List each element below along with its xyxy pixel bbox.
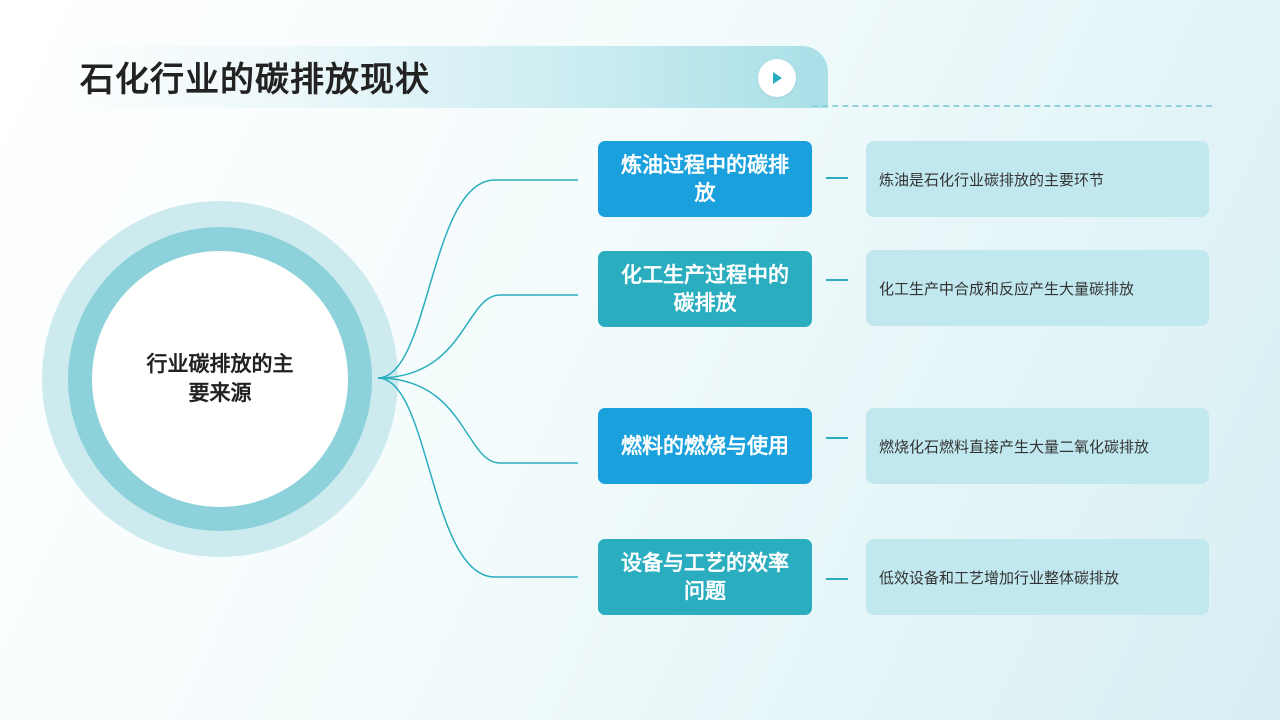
page-title: 石化行业的碳排放现状 <box>80 60 430 100</box>
description-box-efficiency: 低效设备和工艺增加行业整体碳排放 <box>866 539 1209 615</box>
description-text: 低效设备和工艺增加行业整体碳排放 <box>879 568 1120 587</box>
description-text: 燃烧化石燃料直接产生大量二氧化碳排放 <box>879 437 1150 456</box>
description-text: 炼油是石化行业碳排放的主要环节 <box>879 170 1105 189</box>
source-label: 设备与工艺的效率问题 <box>621 551 789 603</box>
connector-line-1 <box>377 179 578 379</box>
center-label: 行业碳排放的主要来源 <box>146 352 294 405</box>
source-box-fuel: 燃料的燃烧与使用 <box>598 408 812 484</box>
dash-connector <box>826 578 848 580</box>
description-box-chemical: 化工生产中合成和反应产生大量碳排放 <box>866 250 1209 326</box>
dash-connector <box>826 279 848 281</box>
connector-line-4 <box>377 377 578 578</box>
description-text: 化工生产中合成和反应产生大量碳排放 <box>879 279 1135 298</box>
title-banner <box>48 46 828 108</box>
description-box-refining: 炼油是石化行业碳排放的主要环节 <box>866 141 1209 217</box>
source-box-refining: 炼油过程中的碳排放 <box>598 141 812 217</box>
dash-connector <box>826 437 848 439</box>
connector-line-3 <box>377 377 578 464</box>
connector-line-2 <box>377 294 578 379</box>
description-box-fuel: 燃烧化石燃料直接产生大量二氧化碳排放 <box>866 408 1209 484</box>
source-box-chemical: 化工生产过程中的碳排放 <box>598 251 812 327</box>
source-label: 化工生产过程中的碳排放 <box>621 263 789 315</box>
play-icon <box>773 72 782 84</box>
source-box-efficiency: 设备与工艺的效率问题 <box>598 539 812 615</box>
center-circle: 行业碳排放的主要来源 <box>92 251 348 507</box>
source-label: 燃料的燃烧与使用 <box>621 434 789 458</box>
title-divider <box>812 105 1212 107</box>
play-button[interactable] <box>758 59 796 97</box>
source-label: 炼油过程中的碳排放 <box>621 153 789 205</box>
dash-connector <box>826 177 848 179</box>
